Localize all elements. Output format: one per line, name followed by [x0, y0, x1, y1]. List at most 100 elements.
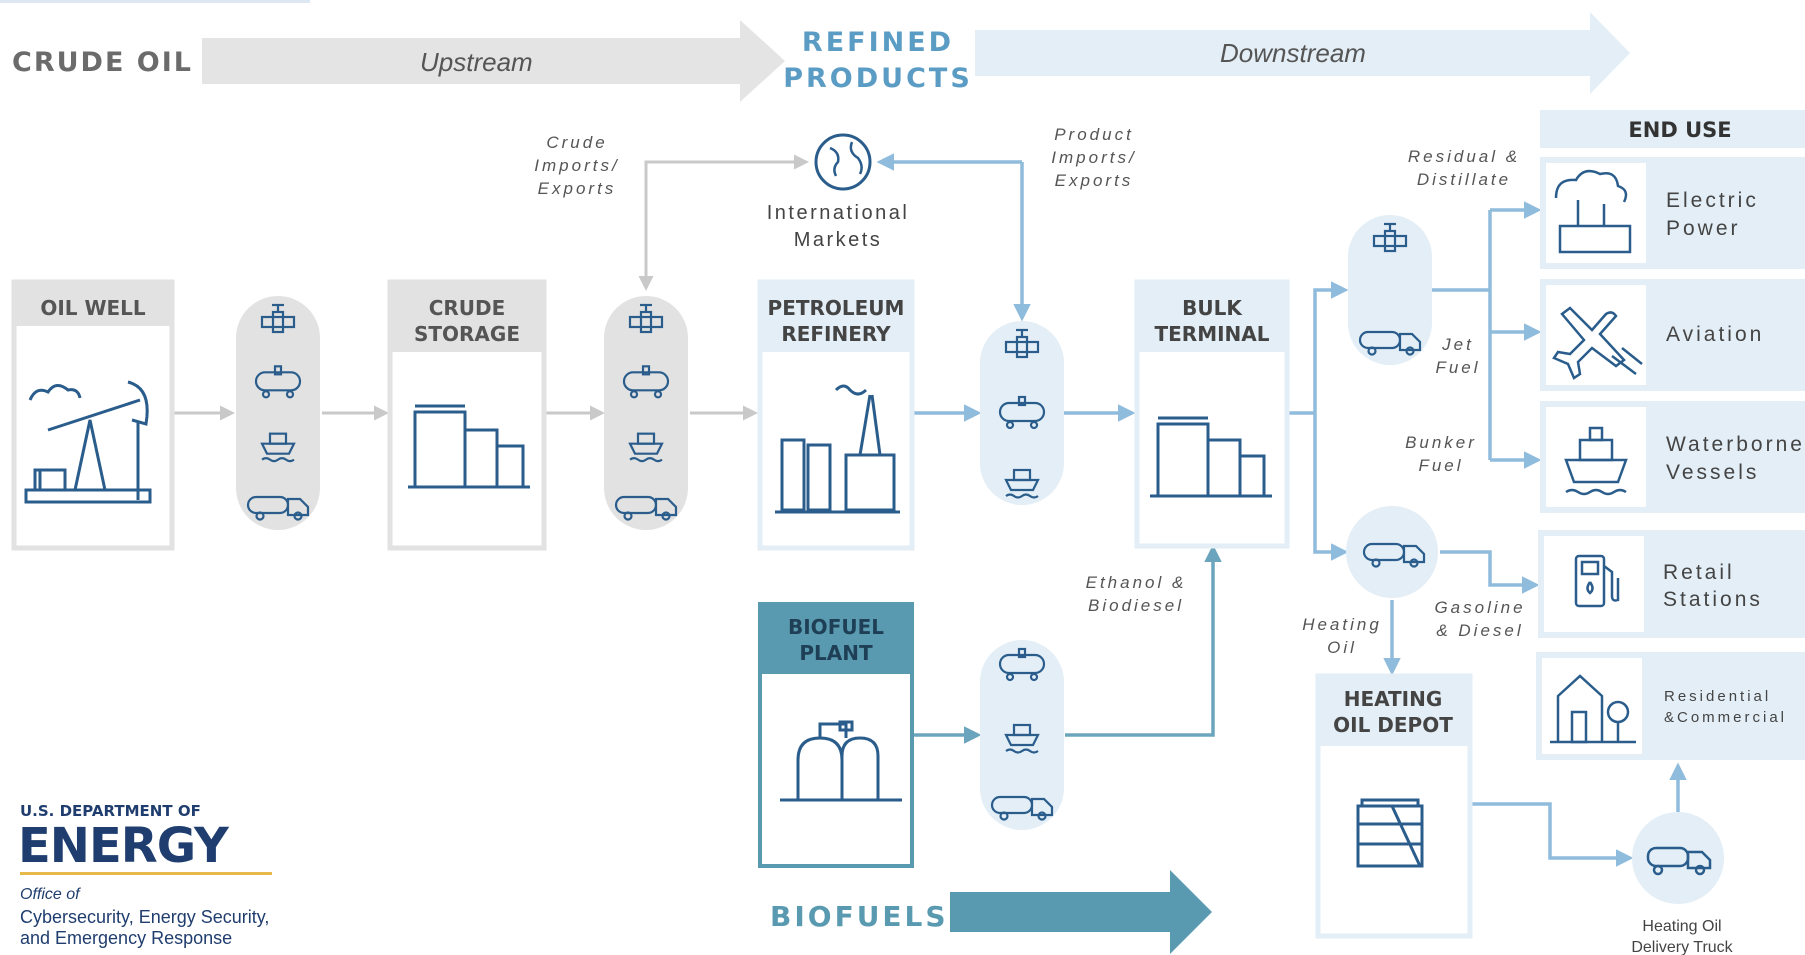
- flow-labels: Crude Imports/ Exports Product Imports/ …: [534, 125, 1525, 657]
- biofuels-label: BIOFUELS: [770, 900, 949, 933]
- international-markets-node: International Markets: [767, 133, 910, 251]
- jet-fuel-label-2: Fuel: [1435, 358, 1480, 377]
- gasoline-label-2: & Diesel: [1436, 621, 1523, 640]
- doe-logo-energy: ENERGY: [18, 818, 230, 874]
- upstream-arrow: [202, 20, 785, 102]
- storage-tanks-icon: [408, 404, 530, 489]
- gasoline-label: Gasoline: [1434, 598, 1525, 617]
- depot-icon: [1356, 798, 1424, 868]
- tank-truck-icon: [246, 495, 310, 521]
- power-plant-icon: [1554, 169, 1632, 254]
- doe-office-line3: and Emergency Response: [20, 928, 232, 948]
- end-use-panel: END USE Electric Power Aviation: [1536, 110, 1805, 760]
- oil-well-title: OIL WELL: [40, 296, 146, 320]
- transport-pill-terminal-out: [1348, 215, 1432, 365]
- end-use-header: END USE: [1628, 118, 1731, 142]
- jet-fuel-label: Jet: [1441, 335, 1474, 354]
- tank-truck-icon: [1362, 542, 1426, 568]
- barge-icon: [1004, 468, 1040, 499]
- biofuel-flow-arrows: [914, 544, 1222, 744]
- retail-stations-label-2: Stations: [1663, 588, 1763, 611]
- biofuels-arrow: [950, 870, 1212, 954]
- heating-oil-flow-label: Heating: [1302, 615, 1382, 634]
- delivery-truck-label-2: Delivery Truck: [1631, 939, 1733, 955]
- doe-logo-line1: U.S. DEPARTMENT OF: [20, 802, 201, 820]
- barge-icon: [260, 432, 296, 463]
- downstream-arrow: [975, 12, 1630, 94]
- bulk-terminal-node: BULK TERMINAL: [1134, 279, 1290, 549]
- biofuel-plant-icon: [780, 720, 902, 802]
- product-imports-label-3: Exports: [1055, 171, 1134, 190]
- transport-pill-upstream-1: [236, 296, 320, 530]
- pipeline-icon: [628, 303, 664, 334]
- end-use-waterborne-vessels: Waterborne Vessels: [1540, 401, 1805, 513]
- end-use-retail-stations: Retail Stations: [1538, 530, 1805, 638]
- globe-icon: [814, 133, 872, 191]
- ethanol-label: Ethanol &: [1086, 573, 1187, 592]
- bunker-fuel-label-2: Fuel: [1418, 456, 1463, 475]
- bulk-terminal-title: BULK: [1182, 296, 1243, 320]
- tank-truck-icon: [614, 495, 678, 521]
- rail-tank-icon: [998, 395, 1046, 430]
- ethanol-label-2: Biodiesel: [1088, 596, 1184, 615]
- rail-tank-icon: [622, 365, 670, 399]
- product-flow-arrows: [876, 153, 1687, 867]
- transport-pill-upstream-2: [604, 296, 688, 530]
- tank-truck-icon: [1358, 330, 1422, 356]
- crude-storage-node: CRUDE STORAGE: [387, 279, 547, 551]
- heating-depot-title: HEATING: [1344, 687, 1443, 711]
- gas-pump-icon: [1574, 554, 1620, 608]
- end-use-residential-commercial: Residential &Commercial: [1536, 652, 1805, 760]
- product-imports-label: Product: [1054, 125, 1134, 144]
- transport-bubble-truck: [1346, 506, 1438, 598]
- crude-imports-label-2: Imports/: [534, 156, 619, 175]
- upstream-label: Upstream: [420, 47, 533, 77]
- downstream-label: Downstream: [1220, 38, 1366, 68]
- pumpjack-icon: [24, 380, 152, 504]
- heating-oil-flow-label-2: Oil: [1327, 638, 1357, 657]
- pipeline-icon: [260, 303, 296, 334]
- retail-stations-label: Retail: [1663, 561, 1735, 584]
- delivery-truck-label: Heating Oil: [1642, 918, 1721, 935]
- ship-icon: [1564, 426, 1628, 496]
- buildings-icon: [1550, 674, 1636, 744]
- intl-markets-label-2: Markets: [794, 229, 883, 251]
- residential-label: Residential: [1664, 688, 1771, 705]
- crude-imports-label-3: Exports: [538, 179, 617, 198]
- tank-truck-icon: [990, 795, 1054, 821]
- crude-imports-label: Crude: [546, 133, 607, 152]
- rail-tank-icon: [998, 647, 1046, 682]
- terminal-tanks-icon: [1150, 416, 1272, 498]
- doe-logo: U.S. DEPARTMENT OF ENERGY Office of Cybe…: [18, 802, 272, 948]
- barge-icon: [1004, 723, 1040, 754]
- rail-tank-icon: [254, 365, 302, 399]
- bunker-fuel-label: Bunker: [1405, 433, 1477, 452]
- biofuel-plant-node: BIOFUEL PLANT: [758, 602, 914, 868]
- residual-label: Residual &: [1408, 147, 1520, 166]
- residual-label-2: Distillate: [1417, 170, 1511, 189]
- waterborne-label-2: Vessels: [1666, 461, 1759, 484]
- doe-office-line2: Cybersecurity, Energy Security,: [20, 907, 269, 927]
- oil-well-node: OIL WELL: [11, 279, 175, 551]
- biofuel-plant-title: BIOFUEL: [788, 615, 884, 639]
- bulk-terminal-title-2: TERMINAL: [1154, 322, 1269, 346]
- end-use-aviation: Aviation: [1540, 279, 1805, 391]
- delivery-truck-icon: [1646, 846, 1712, 876]
- intl-markets-label: International: [767, 202, 910, 224]
- aviation-label: Aviation: [1666, 323, 1764, 346]
- electric-power-label: Electric: [1666, 189, 1759, 212]
- pipeline-icon: [1004, 328, 1040, 359]
- doe-office-line1: Office of: [20, 886, 81, 903]
- product-imports-label-2: Imports/: [1051, 148, 1136, 167]
- end-use-electric-power: Electric Power: [1540, 157, 1805, 269]
- pipeline-icon: [1372, 222, 1408, 253]
- refined-products-label: REFINED: [802, 27, 954, 58]
- refinery-title: PETROLEUM: [768, 296, 905, 320]
- refinery-title-2: REFINERY: [781, 322, 891, 346]
- crude-flow-arrows: [172, 154, 809, 421]
- biofuel-plant-title-2: PLANT: [799, 641, 873, 665]
- airplane-icon: [1552, 306, 1643, 380]
- electric-power-label-2: Power: [1666, 217, 1741, 240]
- refinery-icon: [775, 384, 900, 514]
